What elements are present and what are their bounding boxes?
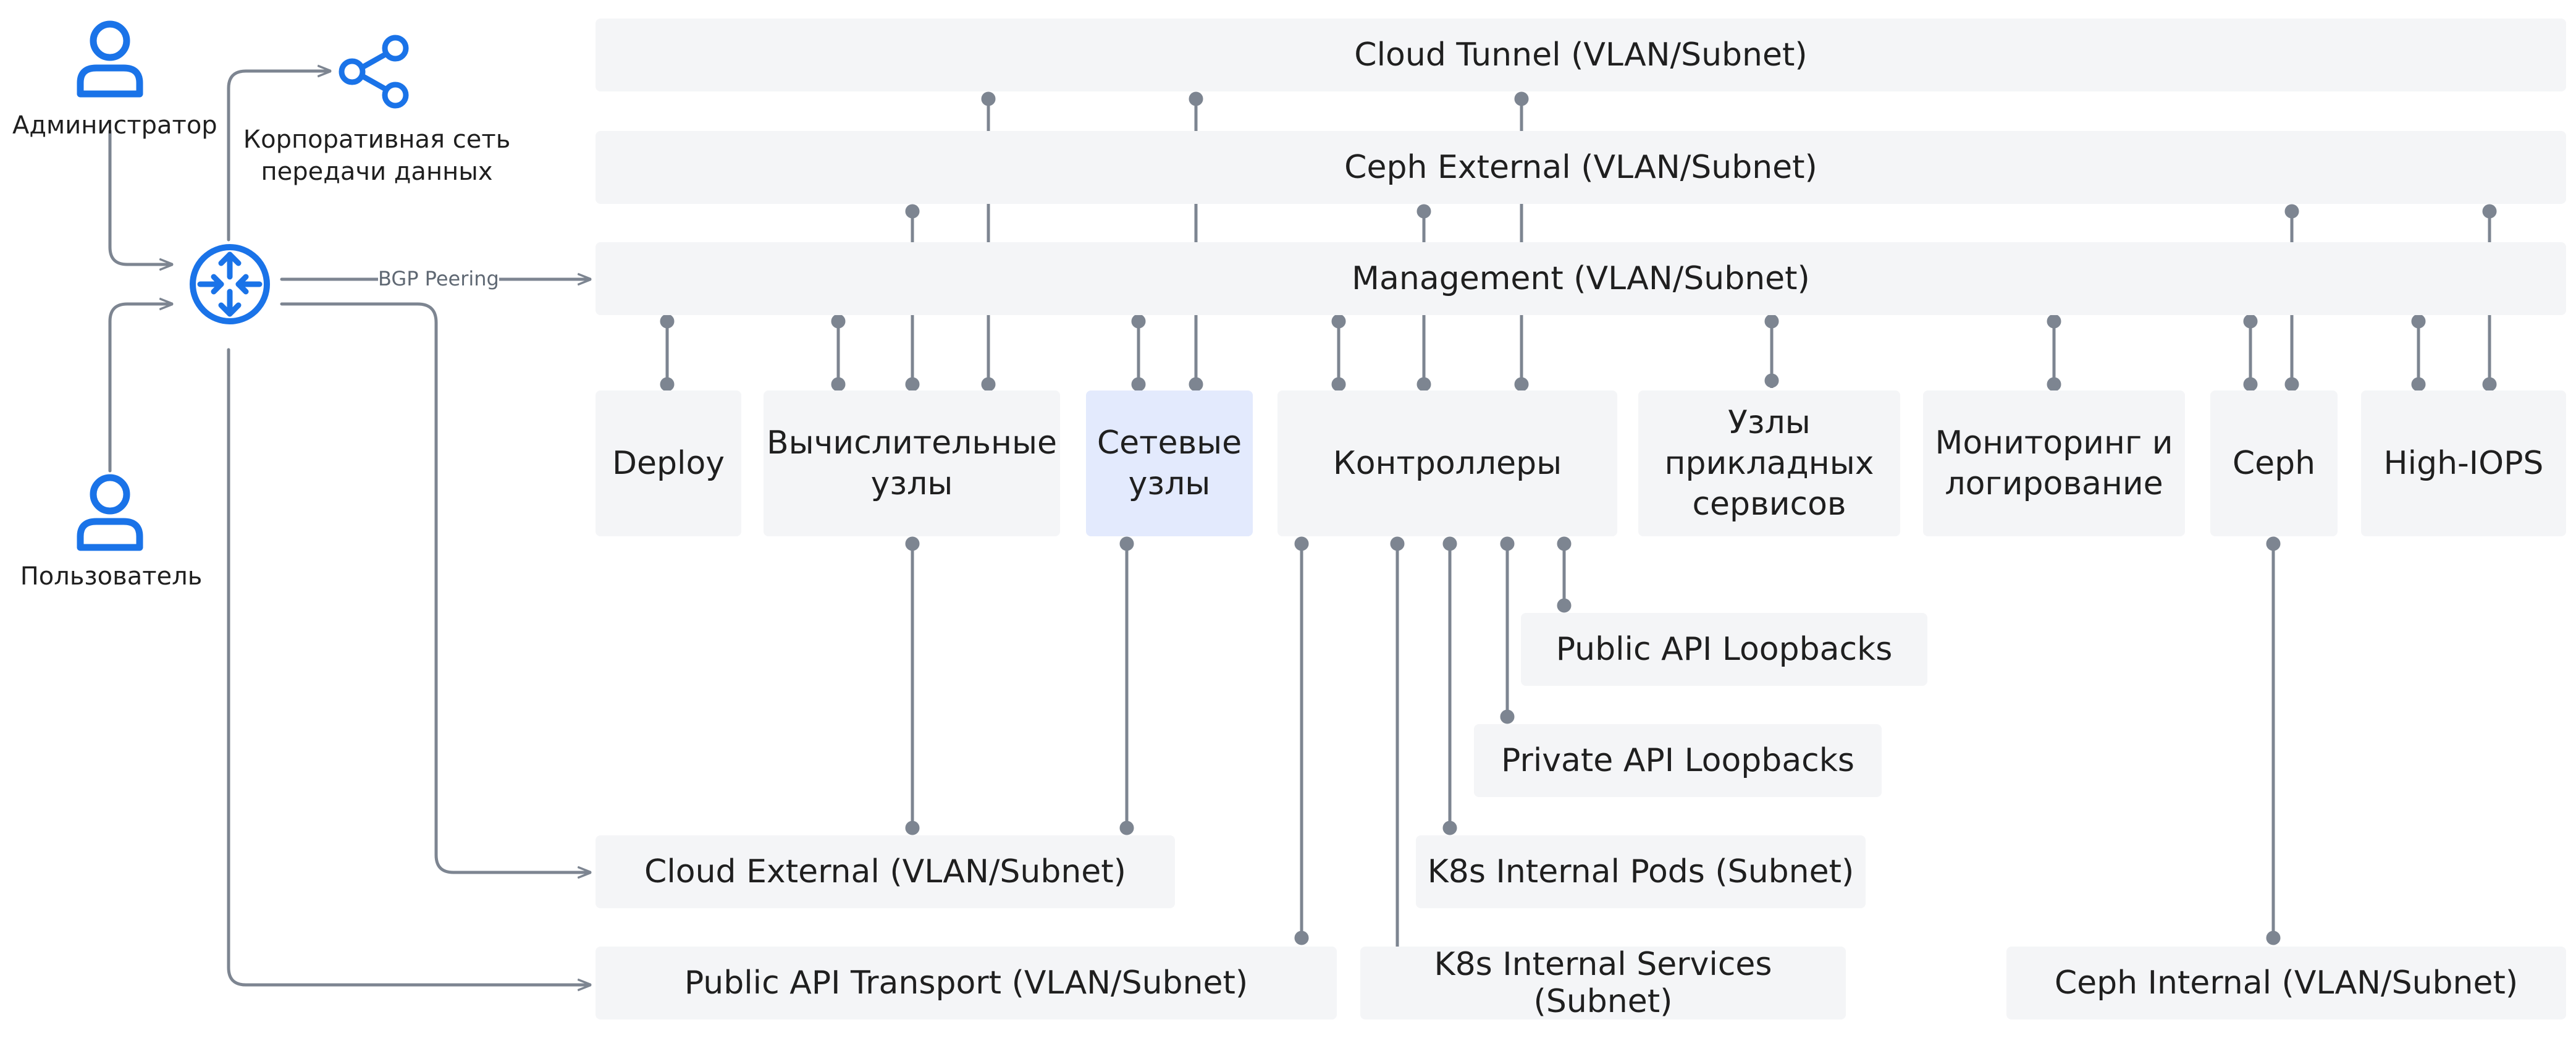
deploy-label: Deploy <box>612 445 725 482</box>
public-api-transport-label: Public API Transport (VLAN/Subnet) <box>684 964 1248 1002</box>
corporate-network-label: Корпоративная сеть передачи данных <box>235 124 519 188</box>
app-label-line1: Узлы <box>1728 404 1811 441</box>
ceph-external-label: Ceph External (VLAN/Subnet) <box>1344 149 1817 186</box>
cloud-tunnel-label: Cloud Tunnel (VLAN/Subnet) <box>1354 36 1808 74</box>
router-to-corp-link <box>227 71 332 242</box>
app-label-line3: сервисов <box>1692 486 1846 523</box>
k8s-internal-services-label: K8s Internal Services (Subnet) <box>1434 946 1772 1020</box>
private-api-loopbacks-network: Private API Loopbacks <box>1474 724 1882 797</box>
compute-label-line2: узлы <box>870 465 953 502</box>
controllers-group: Контроллеры <box>1277 390 1617 536</box>
k8s-internal-pods-label: K8s Internal Pods (Subnet) <box>1427 853 1854 890</box>
router-to-public-api-link <box>227 348 592 985</box>
user-icon <box>77 474 143 551</box>
monitoring-label-line2: логирование <box>1945 465 2163 502</box>
monitoring-label-line1: Мониторинг и <box>1935 424 2173 462</box>
admin-user-icon <box>77 20 143 98</box>
network-nodes-label-line1: Сетевые <box>1096 424 1242 462</box>
cloud-tunnel-network: Cloud Tunnel (VLAN/Subnet) <box>596 19 2566 91</box>
public-api-transport-network: Public API Transport (VLAN/Subnet) <box>596 947 1337 1019</box>
ceph-internal-network: Ceph Internal (VLAN/Subnet) <box>2006 947 2566 1019</box>
cloud-external-network: Cloud External (VLAN/Subnet) <box>596 835 1175 908</box>
admin-to-router-link <box>108 129 174 264</box>
corp-label-line1: Корпоративная сеть <box>243 125 511 154</box>
app-services-group: Узлы прикладных сервисов <box>1638 390 1900 536</box>
high-iops-group: High-IOPS <box>2361 390 2566 536</box>
router-to-cloud-external-link <box>280 302 592 872</box>
admin-label: Администратор <box>12 111 217 140</box>
high-iops-label: High-IOPS <box>2383 445 2544 482</box>
app-label-line2: прикладных <box>1664 445 1874 482</box>
user-label: Пользователь <box>20 562 203 591</box>
corp-label-line2: передачи данных <box>261 158 493 186</box>
public-api-loopbacks-network: Public API Loopbacks <box>1521 613 1927 686</box>
user-to-router-link <box>108 304 174 473</box>
ceph-group: Ceph <box>2210 390 2338 536</box>
k8s-internal-services-network: K8s Internal Services (Subnet) <box>1360 946 1846 1020</box>
router-icon <box>190 244 270 324</box>
private-api-loopbacks-label: Private API Loopbacks <box>1501 742 1854 779</box>
bgp-peering-label: BGP Peering <box>378 267 499 290</box>
ceph-internal-label: Ceph Internal (VLAN/Subnet) <box>2054 964 2519 1002</box>
network-nodes-label-line2: узлы <box>1128 465 1211 502</box>
controllers-label: Контроллеры <box>1332 445 1562 482</box>
management-label: Management (VLAN/Subnet) <box>1352 260 1810 297</box>
compute-label-line1: Вычислительные <box>766 424 1058 462</box>
ceph-external-network: Ceph External (VLAN/Subnet) <box>596 131 2566 204</box>
ceph-label: Ceph <box>2232 445 2316 482</box>
public-api-loopbacks-label: Public API Loopbacks <box>1555 631 1893 668</box>
cloud-external-label: Cloud External (VLAN/Subnet) <box>644 853 1126 890</box>
deploy-group: Deploy <box>596 390 741 536</box>
k8s-internal-pods-network: K8s Internal Pods (Subnet) <box>1416 835 1866 908</box>
share-network-icon <box>339 35 409 109</box>
management-network: Management (VLAN/Subnet) <box>596 242 2566 315</box>
